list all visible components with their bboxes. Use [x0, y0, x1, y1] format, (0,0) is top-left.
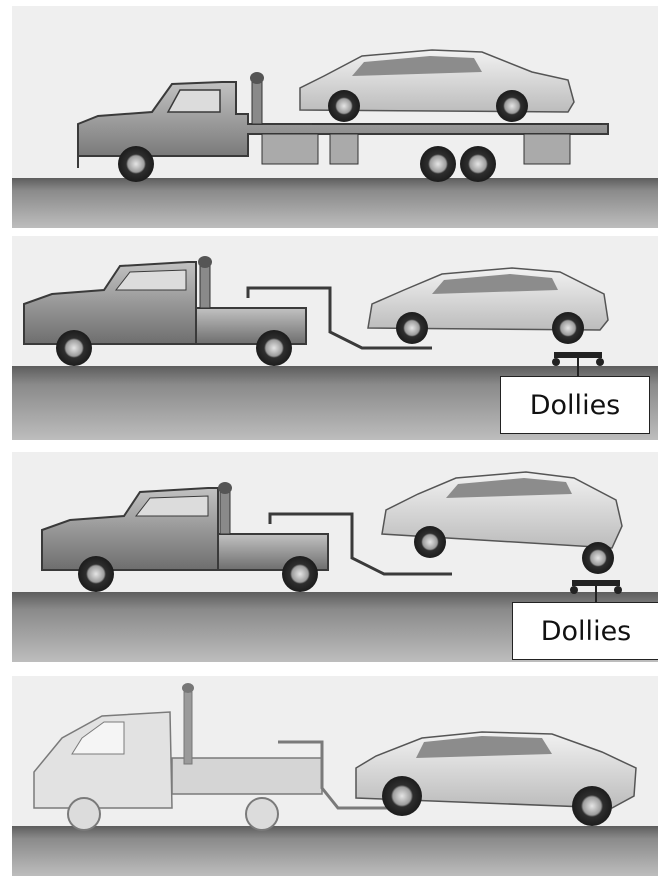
ground — [12, 178, 658, 228]
dollies-panel-2: Dollies — [12, 452, 658, 662]
dollies-label: Dollies — [500, 376, 650, 434]
dollies-panel-1: Dollies — [12, 236, 658, 440]
wheel-lift-panel — [12, 676, 658, 876]
flatbed-panel — [12, 6, 658, 228]
dollies-label: Dollies — [512, 602, 658, 660]
ground — [12, 826, 658, 876]
